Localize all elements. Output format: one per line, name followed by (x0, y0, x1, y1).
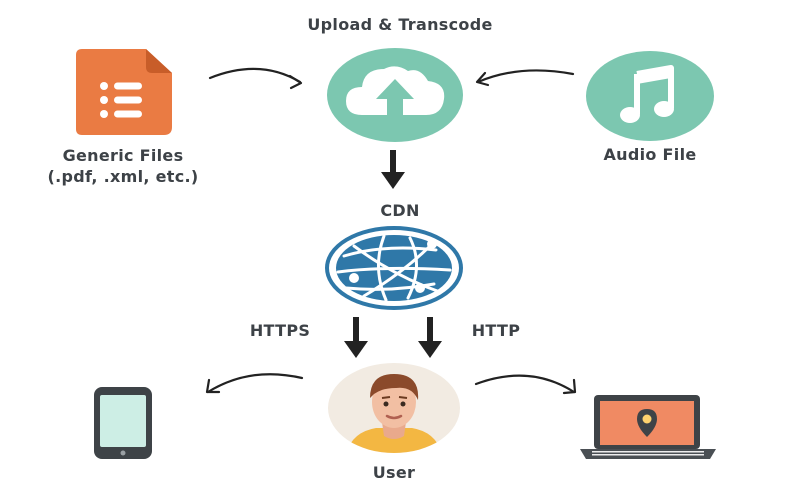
laptop-location-icon (580, 395, 716, 459)
cdn-node (324, 226, 464, 310)
diagram-title: Upload & Transcode (307, 15, 493, 34)
upload-transcode-node (324, 45, 466, 145)
mobile-device-node (90, 385, 156, 461)
https-label: HTTPS (249, 321, 311, 340)
audio-file-label: Audio File (603, 145, 697, 164)
smartphone-icon (94, 387, 152, 459)
user-to-laptop-arrow (474, 374, 576, 394)
user-avatar-icon (328, 363, 460, 453)
audio-to-upload-arrow (476, 69, 575, 84)
globe-network-icon (325, 226, 463, 310)
upload-to-cdn-arrow (390, 150, 396, 176)
cdn-to-user-https-arrow (353, 317, 359, 345)
cdn-to-user-http-arrow (427, 317, 433, 345)
document-list-icon (76, 49, 172, 135)
generic-files-sublabel: (.pdf, .xml, etc.) (47, 167, 199, 186)
audio-file-node (585, 50, 715, 142)
cloud-upload-icon (327, 48, 463, 142)
user-to-mobile-arrow (206, 373, 304, 394)
user-label: User (372, 463, 416, 482)
http-label: HTTP (471, 321, 521, 340)
user-node (326, 362, 462, 454)
music-note-icon (586, 51, 714, 141)
generic-files-label: Generic Files (62, 146, 184, 165)
files-to-upload-arrow (208, 67, 302, 84)
laptop-device-node (578, 393, 718, 463)
generic-files-node (68, 45, 178, 140)
cdn-label: CDN (380, 201, 420, 220)
